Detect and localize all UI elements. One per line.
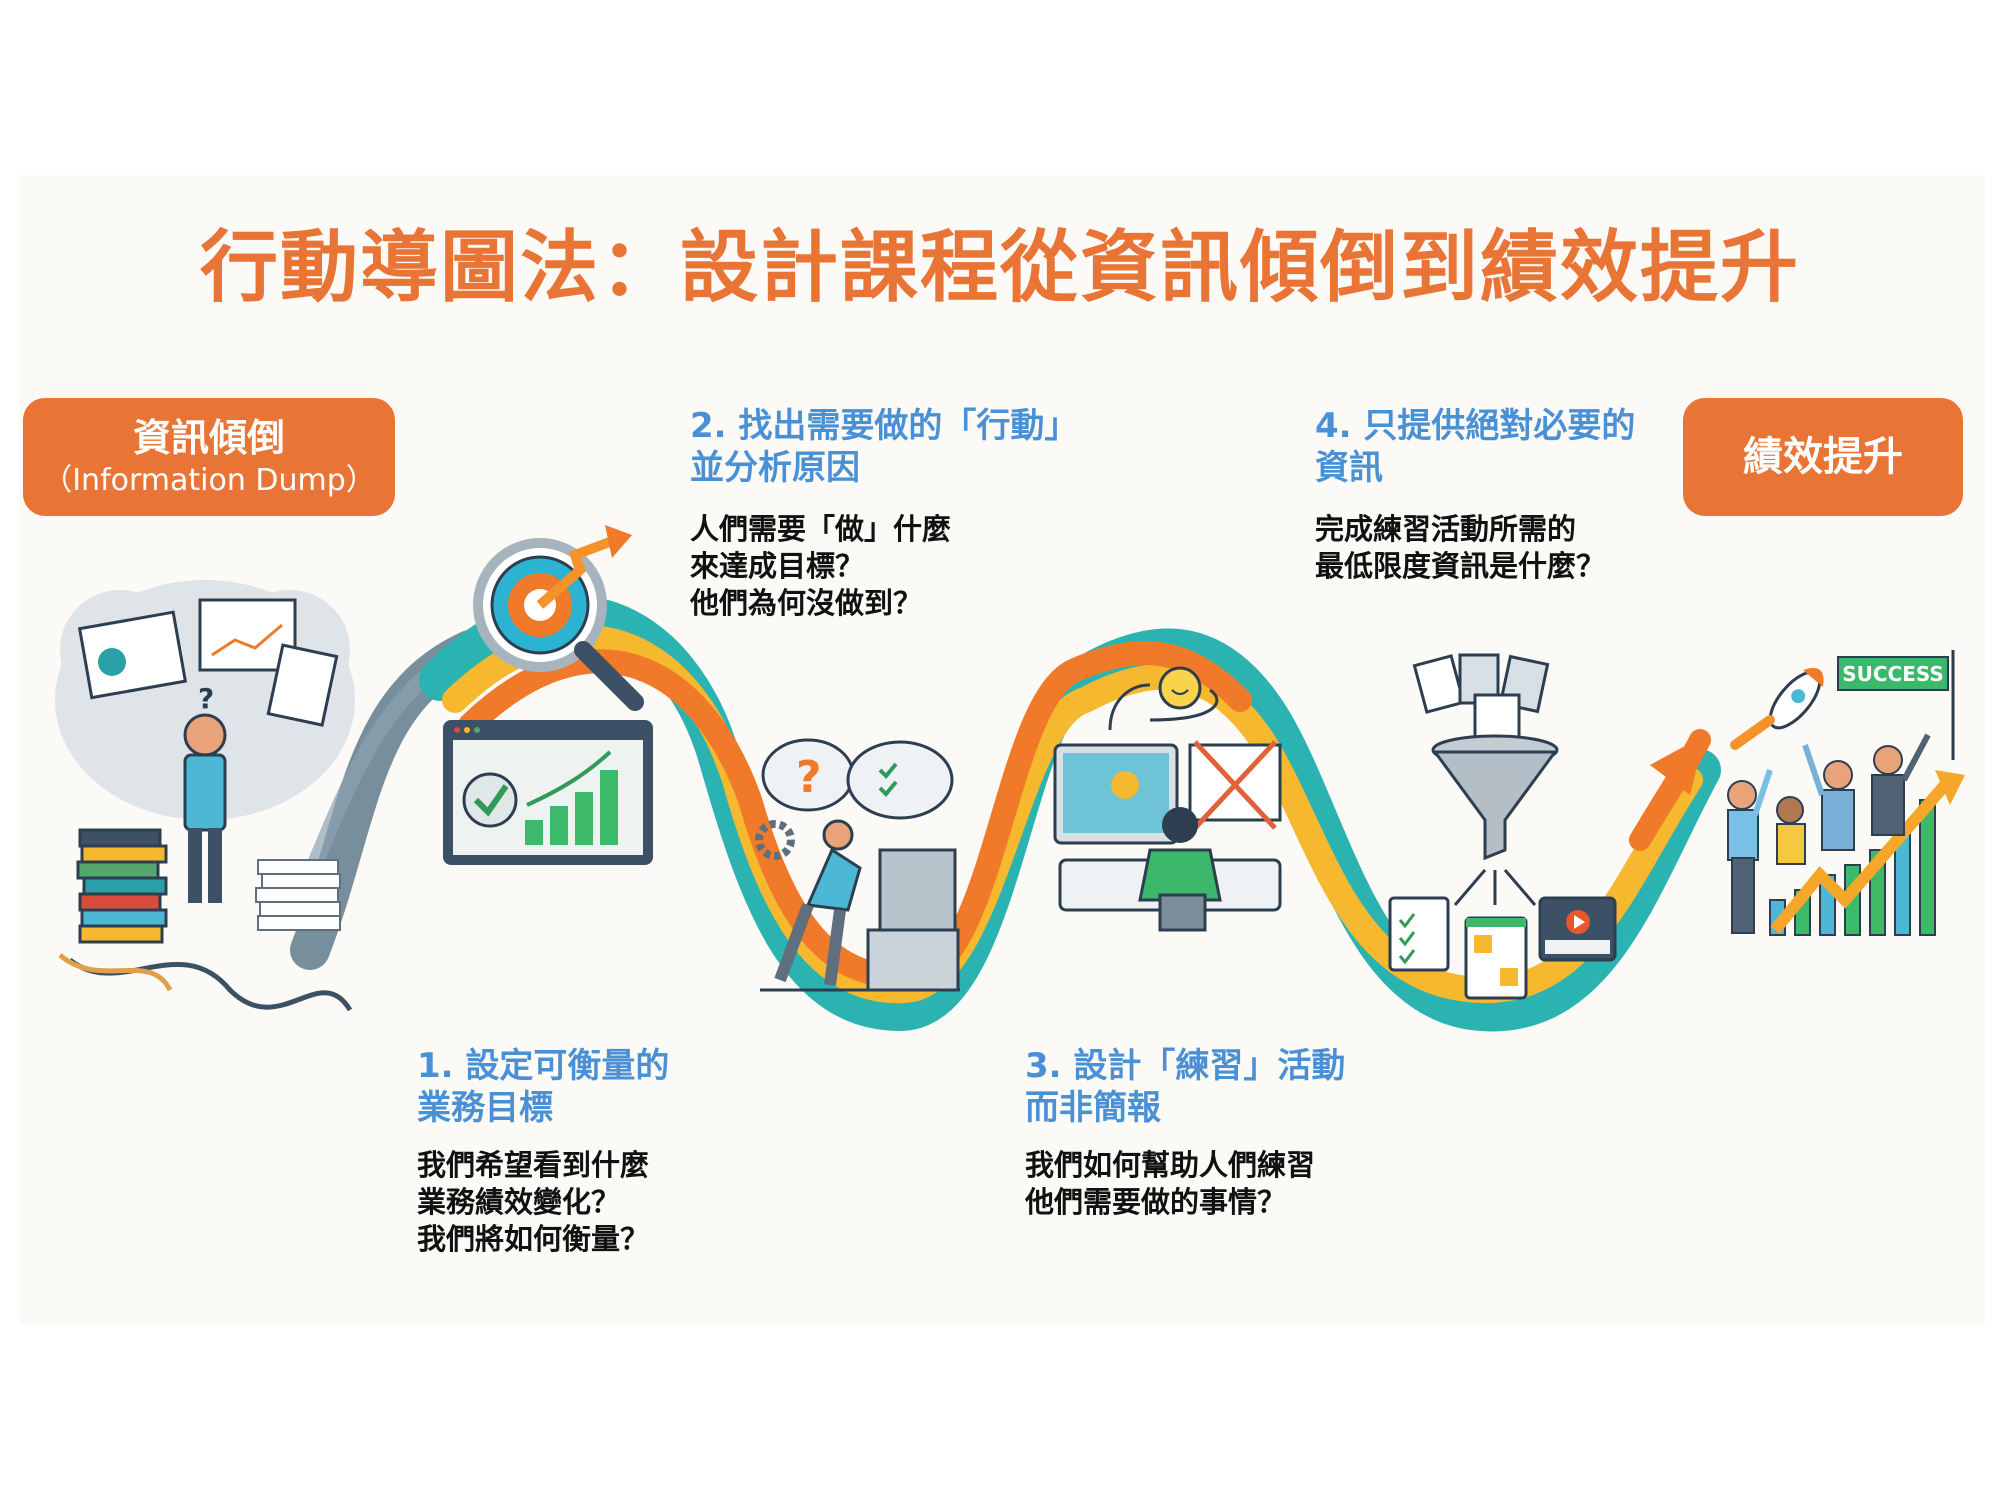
step-3-heading-line-2: 而非簡報 <box>1025 1088 1161 1128</box>
start-badge-title: 資訊傾倒 <box>132 416 285 460</box>
step-3-body-line-1: 我們如何幫助人們練習 <box>1025 1148 1316 1182</box>
step-1-heading-line-2: 業務目標 <box>417 1088 553 1128</box>
step-3-design-practice: 3. 設計「練習」活動 而非簡報 我們如何幫助人們練習 他們需要做的事情？ <box>1025 1045 1345 1221</box>
end-badge-performance-improvement: 績效提升 <box>1683 398 1963 516</box>
step-2-heading-line-2: 並分析原因 <box>690 448 860 488</box>
step-2-body-line-1: 人們需要「做」什麼 <box>690 512 952 546</box>
success-team-illustration: SUCCESS <box>1727 650 1965 936</box>
step-3-body-line-2: 他們需要做的事情？ <box>1025 1185 1287 1219</box>
step-2-heading-line-1: 2. 找出需要做的「行動」 <box>690 406 1079 446</box>
success-flag-text: SUCCESS <box>1842 662 1944 686</box>
step-2-body-line-2: 來達成目標？ <box>690 549 865 583</box>
practice-activity-illustration <box>1053 666 1282 932</box>
end-badge-title: 績效提升 <box>1743 434 1903 480</box>
step-4-body-line-1: 完成練習活動所需的 <box>1315 512 1577 546</box>
diagram-panel <box>20 175 1985 1325</box>
step-2-body-line-3: 他們為何沒做到？ <box>690 586 923 620</box>
step-4-heading-line-1: 4. 只提供絕對必要的 <box>1315 406 1636 446</box>
step-4-essential-info: 4. 只提供絕對必要的 資訊 完成練習活動所需的 最低限度資訊是什麼？ <box>1315 405 1635 585</box>
step-1-heading-line-1: 1. 設定可衡量的 <box>417 1046 670 1086</box>
funnel-illustration <box>1388 653 1617 1000</box>
page-title: 行動導圖法：設計課程從資訊傾倒到績效提升 <box>199 223 1800 313</box>
step-2-identify-actions: 2. 找出需要做的「行動」 並分析原因 人們需要「做」什麼 來達成目標？ 他們為… <box>690 405 1078 622</box>
step-1-body-line-1: 我們希望看到什麼 <box>417 1148 650 1182</box>
target-magnifier-illustration <box>473 525 644 711</box>
step-3-heading-line-1: 3. 設計「練習」活動 <box>1025 1046 1346 1086</box>
step-1-business-goal: 1. 設定可衡量的 業務目標 我們希望看到什麼 業務績效變化？ 我們將如何衡量？ <box>417 1045 669 1258</box>
overwhelmed-person-illustration: ? <box>55 580 355 1012</box>
start-badge-subtitle: （Information Dump） <box>42 463 376 498</box>
svg-text:?: ? <box>198 682 214 715</box>
step-1-body-line-2: 業務績效變化？ <box>417 1185 621 1219</box>
step-4-body-line-2: 最低限度資訊是什麼？ <box>1315 549 1606 583</box>
svg-text:?: ? <box>796 752 822 803</box>
step-1-body-line-3: 我們將如何衡量？ <box>417 1222 650 1256</box>
start-badge-information-dump: 資訊傾倒 （Information Dump） <box>23 398 395 516</box>
worker-machine-illustration: ? <box>755 738 960 992</box>
growth-chart-screen-illustration <box>443 720 653 865</box>
step-4-heading-line-2: 資訊 <box>1315 448 1383 488</box>
